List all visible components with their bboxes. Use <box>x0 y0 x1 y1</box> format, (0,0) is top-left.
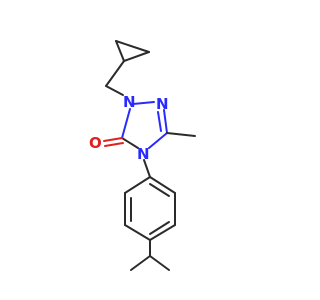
bond-ph-6 <box>149 176 176 194</box>
bond-cyclopropyl-3 <box>123 51 150 62</box>
bond-ph-inner-3 <box>149 183 170 197</box>
bond-n1-n2 <box>132 101 155 105</box>
bond-isopropyl-1 <box>130 255 151 271</box>
atom-o: O <box>89 134 102 152</box>
bond-c5-o-a <box>103 137 123 142</box>
atom-n1: N <box>123 93 136 111</box>
molecule-canvas: N N N O <box>89 40 196 271</box>
atom-n4: N <box>137 145 150 163</box>
bond-ph-inner-2 <box>149 221 170 235</box>
bond-methyl <box>166 132 196 137</box>
bond-n4-c3 <box>148 132 168 149</box>
bond-n1-c5 <box>121 108 131 139</box>
bond-n4-phenyl <box>143 159 151 178</box>
bond-isopropyl-2 <box>149 255 170 271</box>
bond-ring-to-ch2 <box>105 60 125 87</box>
bond-ph-1 <box>124 176 151 194</box>
atom-n2: N <box>156 95 169 113</box>
bond-n2-c3-b <box>157 111 162 132</box>
bond-ph-4 <box>149 224 176 241</box>
bond-ph-3 <box>124 224 151 241</box>
bond-c5-n4 <box>121 137 139 149</box>
bond-c5-o-b <box>104 142 124 147</box>
structure-diagram: N N N O <box>89 40 196 271</box>
bond-cyclopropyl-2 <box>115 40 125 62</box>
bond-cyclopropyl-1 <box>115 40 150 53</box>
bond-ch2-to-n1 <box>105 85 124 96</box>
bond-n2-c3-a <box>163 109 168 134</box>
